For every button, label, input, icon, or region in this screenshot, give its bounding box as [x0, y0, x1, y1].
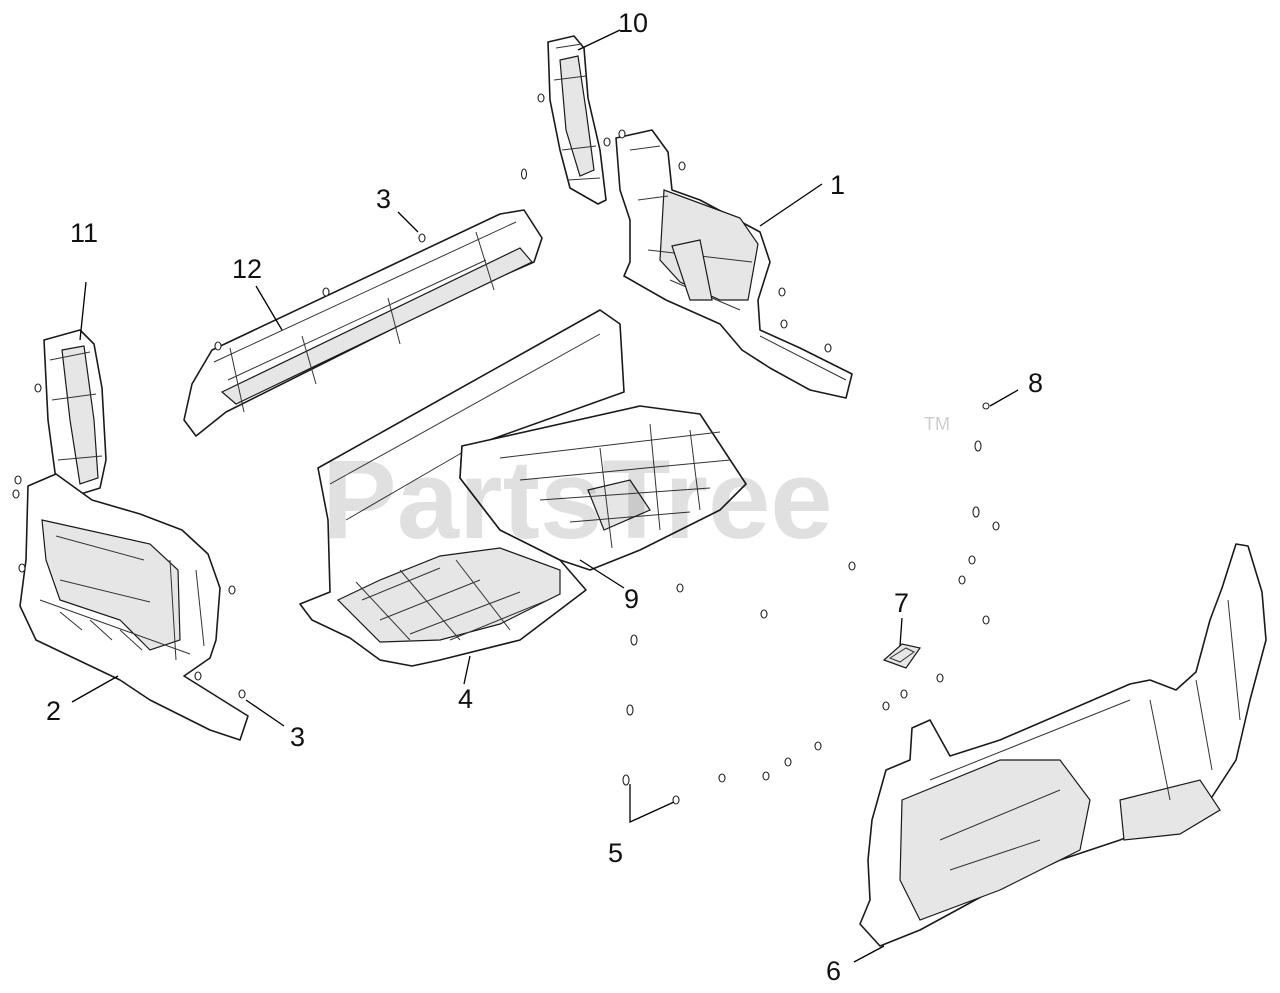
fastener: [678, 161, 686, 171]
leader-lines: [71, 29, 1019, 963]
fastener: [974, 440, 982, 452]
leader-3b: [245, 699, 285, 727]
fastener: [603, 137, 611, 147]
fastener: [958, 575, 966, 585]
part-10-pillar[interactable]: [547, 35, 607, 205]
callout-3-bottom[interactable]: 3: [290, 722, 305, 752]
fastener: [12, 489, 20, 499]
callouts: 10 1 3 12 11 8 9 7 2 3 4 5 6: [46, 8, 1043, 986]
fastener: [762, 771, 770, 781]
callout-1[interactable]: 1: [830, 170, 845, 200]
fastener: [982, 615, 990, 625]
watermark-text: PartsTree: [322, 437, 833, 562]
fastener: [34, 383, 42, 393]
fastener: [537, 93, 545, 103]
leader-4: [463, 655, 471, 685]
fastener: [322, 287, 330, 297]
part-11-pillar[interactable]: [43, 329, 107, 497]
fastener: [968, 555, 976, 565]
fastener: [760, 609, 768, 619]
fastener: [18, 563, 26, 573]
leader-8: [989, 389, 1019, 407]
fastener: [784, 757, 792, 767]
watermark-trademark: TM: [924, 414, 950, 434]
watermark: PartsTree TM: [322, 414, 950, 562]
callout-4[interactable]: 4: [458, 684, 473, 714]
fastener: [718, 773, 726, 783]
fastener: [982, 402, 990, 410]
fastener: [228, 585, 236, 595]
fastener: [622, 774, 630, 786]
fastener: [418, 233, 426, 243]
part-9-floor-pan[interactable]: [459, 405, 747, 571]
fastener: [778, 287, 786, 297]
callout-8[interactable]: 8: [1028, 368, 1043, 398]
fastener: [676, 583, 684, 593]
callout-6[interactable]: 6: [826, 956, 841, 986]
callout-7[interactable]: 7: [894, 588, 909, 618]
callout-10[interactable]: 10: [618, 8, 648, 38]
fastener: [630, 634, 638, 646]
leader-10: [577, 29, 621, 51]
leader-5: [629, 784, 675, 824]
leader-9: [579, 559, 625, 589]
callout-11[interactable]: 11: [70, 218, 98, 248]
leader-3a: [397, 211, 419, 233]
fastener: [824, 343, 832, 353]
part-7-plate[interactable]: [882, 643, 922, 669]
callout-5[interactable]: 5: [608, 838, 623, 868]
part-1-side-panel-right[interactable]: [615, 129, 853, 399]
leader-12: [255, 285, 283, 331]
leader-11: [79, 281, 87, 341]
fastener: [672, 795, 680, 805]
fastener: [14, 475, 22, 485]
callout-3-top[interactable]: 3: [376, 184, 391, 214]
fastener: [848, 561, 856, 571]
fastener: [936, 673, 944, 683]
fastener: [618, 129, 626, 139]
fastener: [992, 521, 1000, 531]
callout-9[interactable]: 9: [624, 584, 639, 614]
callout-2[interactable]: 2: [46, 696, 61, 726]
fastener: [626, 704, 634, 716]
fastener: [882, 701, 890, 711]
fastener: [238, 689, 246, 699]
part-4-floor-pan[interactable]: [299, 309, 625, 667]
fastener: [194, 671, 202, 681]
fastener: [972, 506, 980, 518]
leader-6: [853, 945, 885, 963]
leader-1: [759, 183, 823, 227]
fastener: [900, 689, 908, 699]
fasteners: [12, 93, 1000, 805]
leader-2: [71, 675, 119, 703]
part-2-side-panel-left[interactable]: [19, 473, 249, 741]
part-6-bulkhead[interactable]: [859, 543, 1267, 947]
fastener: [214, 341, 222, 351]
callout-12[interactable]: 12: [232, 254, 262, 284]
fastener: [780, 319, 788, 329]
part-12-cross-member[interactable]: [183, 209, 543, 437]
fastener: [814, 741, 822, 751]
fastener: [520, 168, 528, 180]
leader-7: [899, 617, 903, 647]
